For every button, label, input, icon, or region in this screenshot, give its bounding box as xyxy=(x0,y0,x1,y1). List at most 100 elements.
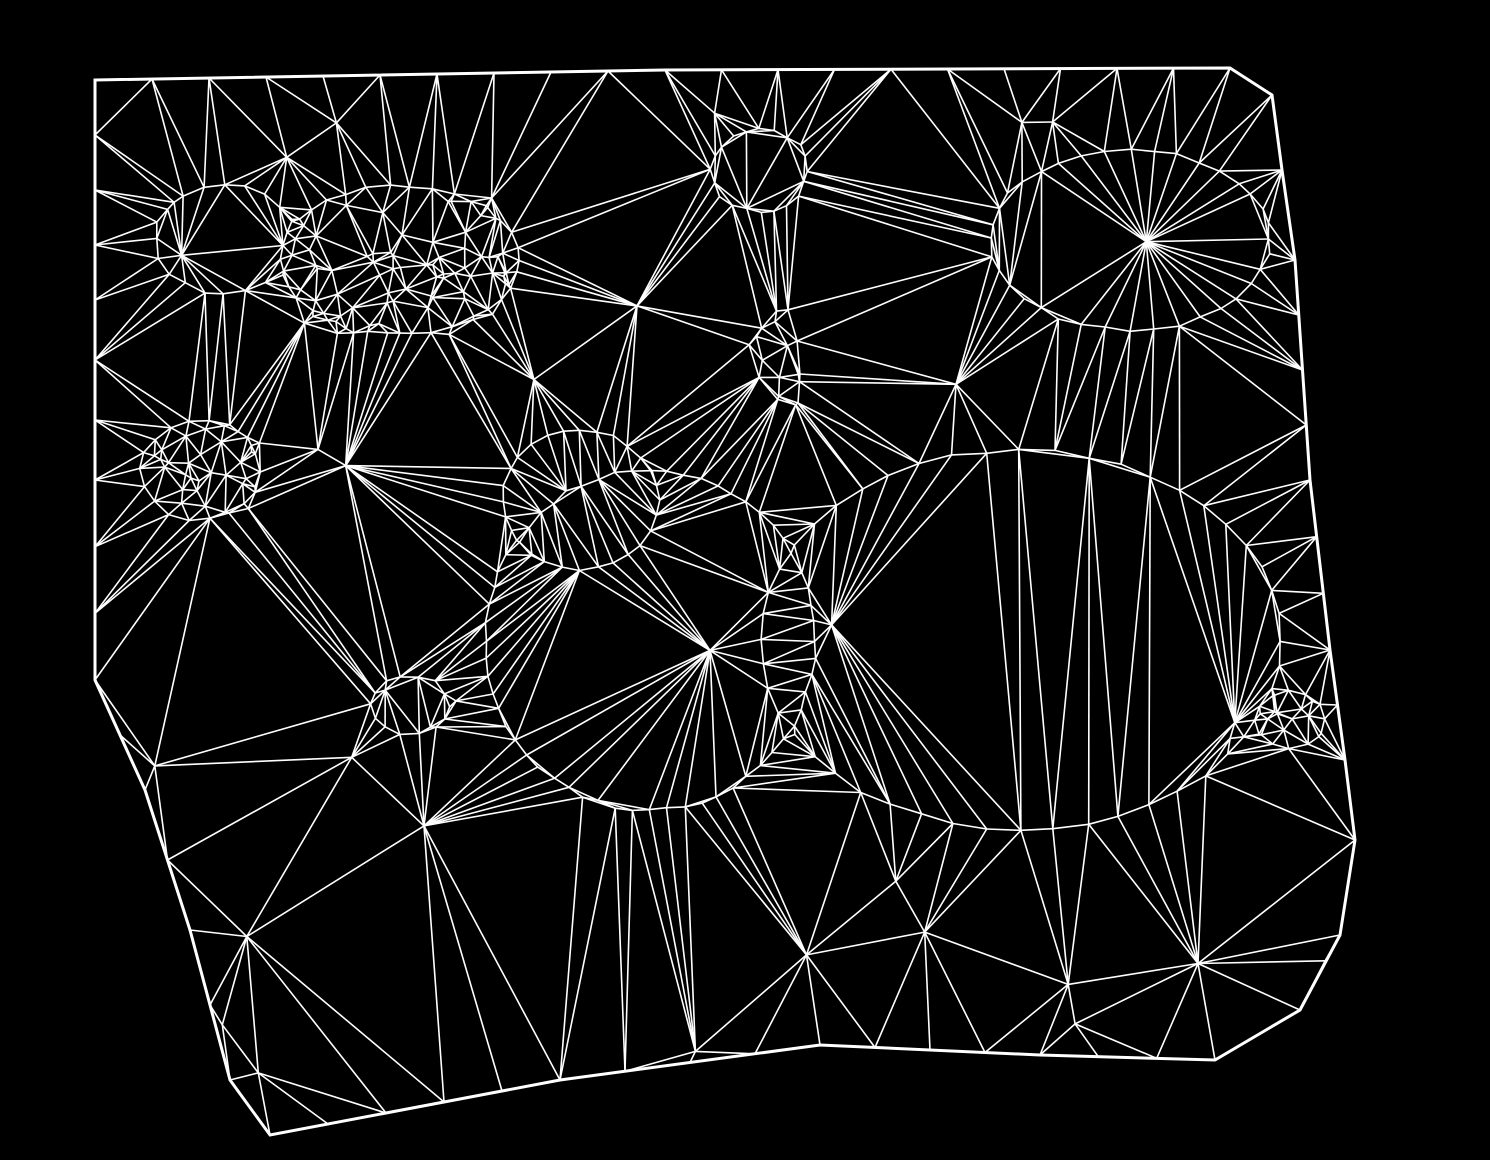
mesh-edge xyxy=(716,776,746,797)
mesh-edge xyxy=(255,472,260,492)
mesh-edge xyxy=(1131,149,1154,151)
mesh-edge xyxy=(759,505,836,512)
mesh-edge xyxy=(787,181,804,205)
mesh-edge xyxy=(1053,458,1089,828)
mesh-edge xyxy=(465,257,482,268)
mesh-edge xyxy=(189,455,201,464)
mesh-edge xyxy=(715,183,733,205)
mesh-edge xyxy=(1053,122,1082,156)
mesh-edge xyxy=(393,301,400,333)
mesh-edge xyxy=(1198,964,1300,1011)
mesh-edge xyxy=(283,232,287,245)
mesh-edge xyxy=(223,294,230,425)
mesh-edge xyxy=(1130,242,1146,332)
mesh-edge xyxy=(145,487,155,502)
mesh-edge xyxy=(637,197,720,306)
mesh-edge xyxy=(569,787,598,800)
mesh-edge xyxy=(336,123,365,187)
mesh-edge xyxy=(956,257,992,384)
mesh-edge xyxy=(1280,650,1331,666)
mesh-edge xyxy=(722,147,747,208)
mesh-edge xyxy=(352,734,400,757)
mesh-edge xyxy=(749,345,759,378)
mesh-edge xyxy=(373,262,379,275)
mesh-edge xyxy=(993,208,999,225)
mesh-edge xyxy=(456,694,493,701)
mesh-edge xyxy=(375,718,385,727)
mesh-edge xyxy=(454,194,491,198)
mesh-edge xyxy=(284,255,292,271)
mesh-edge xyxy=(393,256,400,268)
mesh-edge xyxy=(162,428,171,450)
mesh-edge xyxy=(1021,829,1053,831)
mesh-edge xyxy=(1053,824,1089,828)
mesh-edge xyxy=(280,207,287,232)
mesh-edge xyxy=(189,506,205,520)
mesh-edge xyxy=(353,293,389,308)
mesh-edge xyxy=(784,735,795,739)
mesh-edge xyxy=(1118,816,1198,963)
mesh-edge xyxy=(246,479,255,487)
mesh-edge xyxy=(733,773,835,788)
mesh-edge xyxy=(247,937,444,1103)
mesh-edge xyxy=(211,473,226,476)
mesh-edge xyxy=(608,71,710,169)
mesh-edge xyxy=(226,475,246,479)
mesh-edge xyxy=(772,713,778,752)
mesh-edge xyxy=(485,567,562,623)
mesh-edge xyxy=(798,403,888,476)
mesh-edge xyxy=(1149,477,1150,804)
mesh-edge xyxy=(1292,709,1301,719)
mesh-edge xyxy=(265,157,287,194)
mesh-edge xyxy=(245,186,265,194)
mesh-edge xyxy=(296,298,313,311)
mesh-edge xyxy=(283,246,292,256)
mesh-edge xyxy=(517,272,637,306)
mesh-edge xyxy=(489,257,493,273)
mesh-edge xyxy=(710,614,763,651)
mesh-edge xyxy=(597,432,614,435)
mesh-edge xyxy=(367,256,373,262)
mesh-edge xyxy=(1019,449,1021,830)
mesh-edge xyxy=(566,486,581,491)
mesh-edge xyxy=(506,261,519,273)
mesh-edge xyxy=(772,739,784,753)
mesh-edge xyxy=(1268,223,1295,260)
mesh-edge xyxy=(747,208,762,212)
mesh-edge xyxy=(778,713,794,726)
mesh-edge xyxy=(515,740,526,755)
mesh-edge xyxy=(778,399,796,404)
mesh-edge xyxy=(836,773,861,792)
mesh-edge xyxy=(485,623,486,642)
mesh-edge xyxy=(406,289,428,308)
mesh-edge xyxy=(379,324,400,333)
mesh-edge xyxy=(387,303,400,333)
mesh-edge xyxy=(388,269,393,293)
mesh-edge xyxy=(204,78,209,187)
mesh-edge xyxy=(1055,319,1058,450)
mesh-edge xyxy=(1104,68,1117,151)
mesh-edge xyxy=(775,310,788,322)
mesh-edge xyxy=(419,733,424,826)
mesh-edge xyxy=(1089,327,1105,458)
mesh-edge xyxy=(1246,546,1271,591)
mesh-edge xyxy=(1150,329,1154,477)
mesh-edge xyxy=(1251,284,1299,316)
mesh-edge xyxy=(685,650,710,807)
mesh-edge xyxy=(243,484,256,493)
mesh-edge xyxy=(324,313,328,320)
mesh-edge xyxy=(140,468,145,486)
mesh-edge xyxy=(452,299,465,327)
mesh-edge xyxy=(169,463,189,464)
mesh-edge xyxy=(449,334,534,379)
mesh-edge xyxy=(685,807,695,1052)
mesh-edge xyxy=(649,810,695,1052)
mesh-edge xyxy=(778,692,805,713)
mesh-edge xyxy=(1263,170,1282,209)
mesh-edge xyxy=(152,79,204,187)
mesh-edge xyxy=(444,278,464,292)
mesh-edge xyxy=(746,502,769,593)
mesh-edge xyxy=(229,509,248,514)
mesh-edge xyxy=(801,710,815,757)
mesh-edge xyxy=(387,293,388,303)
